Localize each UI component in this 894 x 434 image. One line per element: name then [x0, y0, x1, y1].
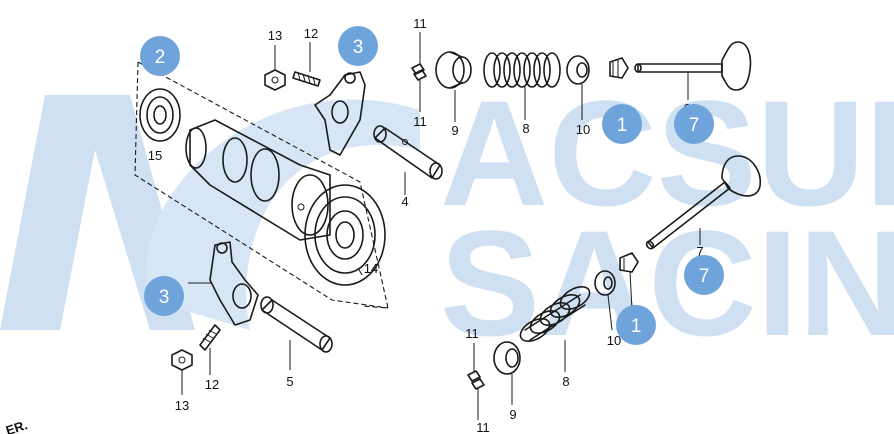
part-5-rocker-shaft — [260, 296, 333, 370]
label-11-c: 11 — [465, 326, 479, 341]
part-3-rocker-arm-upper — [314, 71, 366, 156]
part-12-screw-lower — [199, 324, 221, 375]
svg-text:3: 3 — [353, 37, 364, 58]
part-1-stem-seal-lower — [619, 252, 639, 311]
label-11-b: 11 — [413, 114, 427, 129]
svg-text:1: 1 — [617, 115, 628, 136]
part-15-bearing — [139, 88, 181, 142]
part-6-valve-upper — [634, 41, 752, 100]
badge-7-lower: 7 — [684, 255, 724, 295]
svg-text:1: 1 — [631, 316, 642, 337]
svg-text:7: 7 — [699, 266, 710, 287]
badge-2: 2 — [140, 36, 180, 76]
label-10-upper: 10 — [576, 122, 590, 137]
badge-3-lower: 3 — [144, 276, 184, 316]
badge-1-lower: 1 — [616, 305, 656, 345]
part-9-retainer-upper — [435, 51, 472, 122]
part-10-spring-seat-upper — [566, 55, 590, 120]
label-13-lower: 13 — [175, 398, 189, 413]
label-13-upper: 13 — [268, 28, 282, 43]
label-9-upper: 9 — [451, 123, 458, 138]
label-12-upper: 12 — [304, 26, 318, 41]
part-10-spring-seat-lower — [594, 270, 616, 331]
camshaft — [185, 119, 331, 241]
watermark-line1: ACSUI — [440, 69, 894, 237]
label-11-d: 11 — [476, 420, 490, 434]
badges: 2 3 3 1 1 7 7 — [140, 26, 724, 345]
label-7: 7 — [696, 244, 703, 259]
part-11-cotter-lower — [467, 343, 485, 420]
svg-text:2: 2 — [155, 47, 166, 68]
part-8-valve-spring-lower — [519, 286, 591, 372]
label-10-lower: 10 — [607, 333, 621, 348]
part-11-cotter-upper — [411, 32, 427, 112]
label-8-lower: 8 — [562, 374, 569, 389]
label-12-lower: 12 — [205, 377, 219, 392]
watermark-logo-swoosh — [145, 99, 420, 330]
part-3-rocker-arm-lower — [209, 241, 259, 326]
svg-text:7: 7 — [689, 115, 700, 136]
label-15: 15 — [148, 148, 162, 163]
part-14-bearing — [304, 184, 386, 286]
label-4: 4 — [401, 194, 408, 209]
badge-3-upper: 3 — [338, 26, 378, 66]
badge-7-upper: 7 — [674, 104, 714, 144]
label-9-lower: 9 — [509, 407, 516, 422]
svg-text:3: 3 — [159, 287, 170, 308]
watermark: ACSUI SACIN — [0, 69, 894, 367]
badge-1-upper: 1 — [602, 104, 642, 144]
part-13-nut-upper — [264, 45, 286, 91]
part-4-rocker-shaft — [373, 125, 443, 195]
leader-14 — [357, 267, 363, 276]
label-corner-fragment: ER. — [4, 417, 29, 434]
part-12-screw-upper — [292, 42, 321, 87]
part-7-valve-lower — [645, 155, 762, 250]
label-11-a: 11 — [413, 16, 427, 31]
label-5: 5 — [286, 374, 293, 389]
label-8-upper: 8 — [522, 121, 529, 136]
label-14: 14 — [364, 261, 378, 276]
part-8-valve-spring-upper — [483, 52, 561, 120]
part-1-stem-seal-upper — [609, 57, 629, 79]
part-9-retainer-lower — [493, 341, 521, 405]
part-13-nut-lower — [171, 349, 193, 395]
